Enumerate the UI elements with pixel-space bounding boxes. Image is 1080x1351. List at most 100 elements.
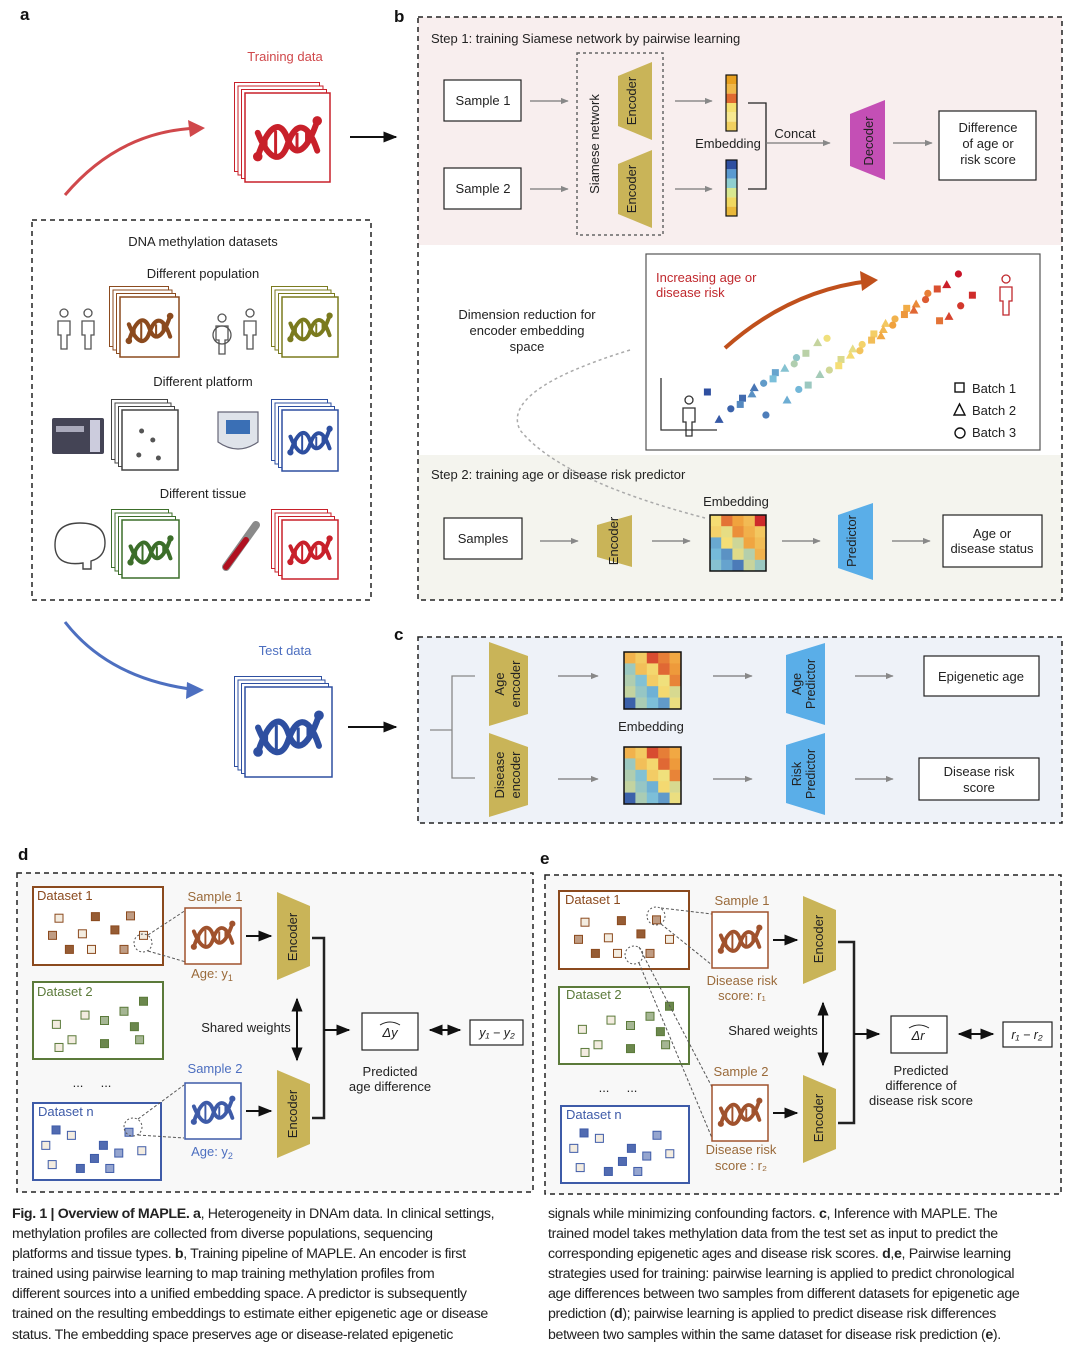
panel-d-frame xyxy=(16,872,534,1193)
data-point xyxy=(87,944,96,954)
caption-line: different sources into a unified embeddi… xyxy=(12,1284,532,1304)
dna-end xyxy=(127,559,134,566)
datasets-title: DNA methylation datasets xyxy=(128,234,278,249)
heatmap-cell xyxy=(754,548,767,561)
heatmap-cell xyxy=(721,526,733,538)
figure: a b c d e Training data Test data DNA me… xyxy=(16,5,1063,1195)
caption-segment: d xyxy=(613,1306,623,1323)
heatmap-cell xyxy=(743,537,756,549)
head xyxy=(245,308,255,318)
wheel xyxy=(212,325,232,345)
legend-square-marker xyxy=(954,382,965,393)
heatmap-cell xyxy=(635,781,648,793)
ellipsis: ... xyxy=(101,1075,112,1090)
data-point xyxy=(41,1140,51,1150)
caption-segment: trained using pairwise learning to map t… xyxy=(12,1266,435,1283)
heatmap-cell xyxy=(624,663,636,676)
batch2-point xyxy=(942,280,952,289)
arrowhead xyxy=(188,120,205,137)
data-point xyxy=(642,1151,652,1161)
dataset1-box xyxy=(558,890,690,970)
batch1-point xyxy=(739,394,747,402)
dna-end xyxy=(253,747,263,757)
dna-end xyxy=(756,924,763,931)
data-point xyxy=(636,929,646,939)
heatmap-cell xyxy=(710,559,722,572)
embedding-cell xyxy=(726,169,737,179)
panel-label-e: e xyxy=(540,849,549,868)
data-point xyxy=(139,996,148,1006)
scanner-screen xyxy=(226,420,250,434)
heatmap-cell xyxy=(669,758,682,771)
heatmap-cell xyxy=(669,747,682,759)
batch3-point xyxy=(727,405,735,413)
batch1-point xyxy=(933,285,941,293)
caption-line: methylation profiles are collected from … xyxy=(12,1224,532,1244)
embedding-cell xyxy=(726,84,737,94)
target-box xyxy=(469,1019,524,1046)
batch2-point xyxy=(878,325,888,334)
heatmap-cell xyxy=(732,526,744,538)
batch1-point xyxy=(771,369,779,377)
caption-segment: status. The embedding space preserves ag… xyxy=(12,1326,453,1343)
target-box xyxy=(1002,1021,1053,1048)
caption-line: strategies used for training: pairwise l… xyxy=(548,1264,1068,1284)
heatmap-cell xyxy=(658,686,670,698)
data-point xyxy=(80,1010,90,1020)
disease-risk-label: score xyxy=(963,780,995,795)
selection-circle xyxy=(624,945,644,965)
embedding-label: Embedding xyxy=(703,494,769,509)
panel-label-d: d xyxy=(18,845,28,864)
heatmap-cell xyxy=(635,686,648,698)
heatmap-cell xyxy=(710,526,722,538)
dna-end xyxy=(717,947,724,954)
risk-r2-label: score : r₂ xyxy=(715,1158,767,1173)
data-point xyxy=(98,1140,108,1150)
heatmap-cell xyxy=(732,515,744,527)
heatmap-cell xyxy=(669,686,682,698)
heatmap-cell xyxy=(646,792,659,805)
legend-batch2: Batch 2 xyxy=(972,403,1016,418)
caption-line: trained model takes methylation data fro… xyxy=(548,1224,1068,1244)
batch3-point xyxy=(792,354,801,362)
tissue-stack-2-dna-icon xyxy=(287,535,333,566)
batch1-point xyxy=(868,336,876,344)
platform-stack-1-frame xyxy=(121,409,179,471)
dna-end xyxy=(252,151,263,162)
predictor-label: Predictor xyxy=(844,514,859,567)
test-data-label: Test data xyxy=(259,643,313,658)
disease-encoder-label: encoder xyxy=(508,751,523,799)
heatmap-cell xyxy=(743,559,756,572)
disease-risk-label: Disease risk xyxy=(944,764,1015,779)
heatmap-cell xyxy=(721,559,733,572)
predicted-label: difference of xyxy=(885,1078,957,1093)
heatmap-cell xyxy=(635,663,648,676)
embedding-cell xyxy=(726,121,737,131)
data-point xyxy=(626,1021,635,1030)
test-curve-arrow xyxy=(63,621,199,692)
legend-circle-marker xyxy=(954,427,966,439)
dataset2-label: Dataset 2 xyxy=(566,987,622,1002)
data-point xyxy=(575,1163,585,1173)
heatmap-cell xyxy=(624,652,636,664)
batch1-point xyxy=(837,355,845,363)
batch1-point xyxy=(936,317,944,325)
caption-segment: e xyxy=(985,1326,993,1343)
embedding-heatmap xyxy=(709,514,767,572)
data-point xyxy=(661,1040,671,1050)
batch2-point xyxy=(876,331,886,340)
heatmap-cell xyxy=(669,697,682,710)
embedding-label: Embedding xyxy=(695,136,761,151)
caption-segment: d xyxy=(882,1246,891,1263)
heatmap-cell xyxy=(658,747,670,759)
heatmap-cell xyxy=(624,769,636,782)
shared-weights-label: Shared weights xyxy=(201,1020,291,1035)
step2-title: Step 2: training age or disease risk pre… xyxy=(431,467,686,482)
delta-r-label: Δr xyxy=(910,1028,925,1043)
dna-end xyxy=(229,920,236,927)
branch-bracket xyxy=(451,675,475,779)
body xyxy=(215,325,229,355)
head xyxy=(684,395,694,405)
sample1-label: Sample 1 xyxy=(715,893,770,908)
sample2-label: Sample 2 xyxy=(188,1061,243,1076)
